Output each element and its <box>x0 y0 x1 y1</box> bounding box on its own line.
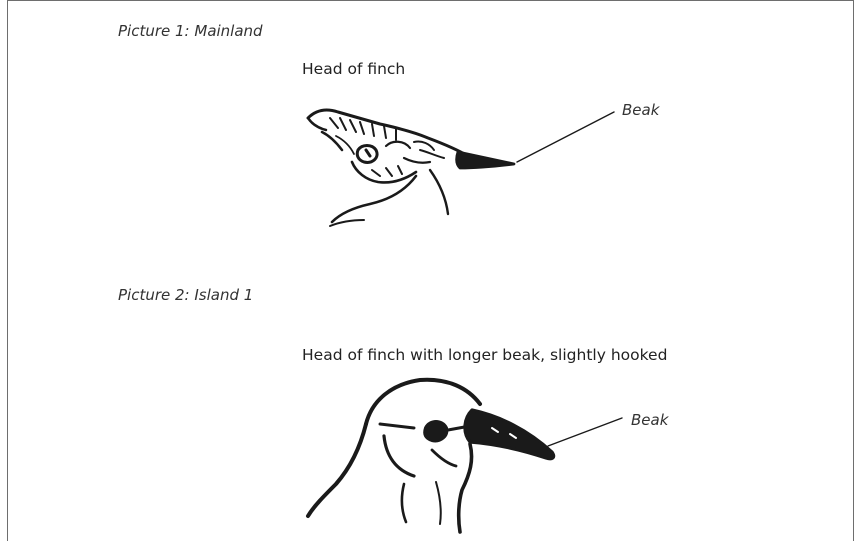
island-finch-head-drawing <box>308 380 622 532</box>
mainland-finch-head-drawing <box>308 110 614 226</box>
